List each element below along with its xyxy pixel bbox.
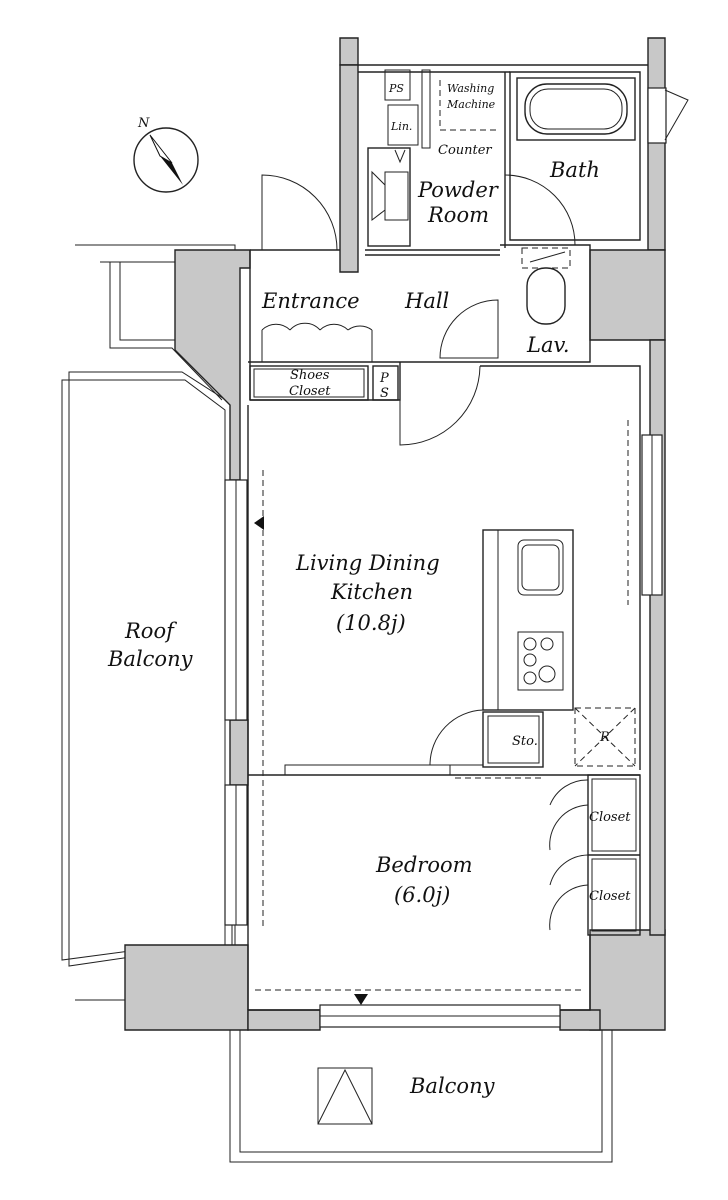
room-label-balcony: Balcony [409, 1074, 496, 1098]
window-arrow-left [254, 516, 264, 530]
burner [540, 637, 554, 651]
window-arrow-bottom [354, 994, 368, 1005]
compass-ring [133, 127, 199, 193]
label-closet-2: Closet [589, 889, 631, 904]
label-ps-top: PS [388, 82, 404, 95]
room-label-roof-balcony-2: Balcony [107, 647, 194, 671]
ps-top-box [384, 69, 411, 101]
label-linen: Lin. [390, 120, 412, 133]
linen-box [387, 104, 419, 146]
toilet-tank [521, 247, 571, 269]
label-ps-side-p: P [379, 371, 389, 386]
refrigerator-space [574, 707, 636, 767]
label-closet-1: Closet [589, 810, 631, 825]
room-label-ldk-2: Kitchen [330, 580, 413, 604]
label-shoes-closet: Closet [289, 384, 331, 399]
drain-hatch-mark [317, 1068, 373, 1125]
room-label-bedroom: Bedroom [375, 853, 473, 877]
burner [538, 665, 556, 683]
shoes-closet-box [249, 365, 369, 401]
room-label-lav: Lav. [526, 333, 570, 357]
label-storage: Sto. [512, 734, 538, 749]
sink [517, 539, 564, 596]
room-label-powder-2: Room [427, 203, 489, 227]
bedroom-closets [587, 774, 641, 936]
label-ps-side-s: S [380, 386, 389, 401]
dashed-lines [255, 80, 629, 991]
label-refrigerator: R [599, 730, 610, 745]
room-label-roof-balcony-1: Roof [124, 619, 177, 643]
burner [523, 637, 537, 651]
room-label-powder-1: Powder [417, 178, 500, 202]
label-washing: Washing [447, 82, 494, 95]
washbasin [367, 147, 411, 247]
bathtub [516, 77, 636, 141]
compass-label: N [137, 116, 150, 131]
label-counter: Counter [438, 143, 492, 158]
stove [517, 631, 564, 691]
room-label-ldk-1: Living Dining [295, 551, 440, 575]
windows [224, 87, 689, 1028]
toilet [526, 267, 566, 325]
room-label-hall: Hall [404, 289, 449, 313]
room-label-bath: Bath [549, 158, 600, 182]
room-label-bedroom-size: (6.0j) [394, 883, 450, 907]
label-machine: Machine [446, 98, 496, 111]
room-label-entrance: Entrance [261, 289, 360, 313]
burner [523, 653, 537, 667]
balcony-area [229, 1028, 613, 1163]
kitchen-counter [482, 529, 636, 768]
room-label-ldk-size: (10.8j) [336, 611, 406, 635]
ps-side-box [372, 365, 399, 401]
drain-hatch [317, 1067, 373, 1125]
bath-fixtures [367, 69, 636, 325]
compass: N [133, 116, 199, 193]
burner [523, 671, 537, 685]
walls [124, 37, 666, 1031]
compass-needle-light [149, 134, 173, 164]
doors [261, 174, 589, 931]
label-shoes: Shoes [290, 368, 330, 383]
